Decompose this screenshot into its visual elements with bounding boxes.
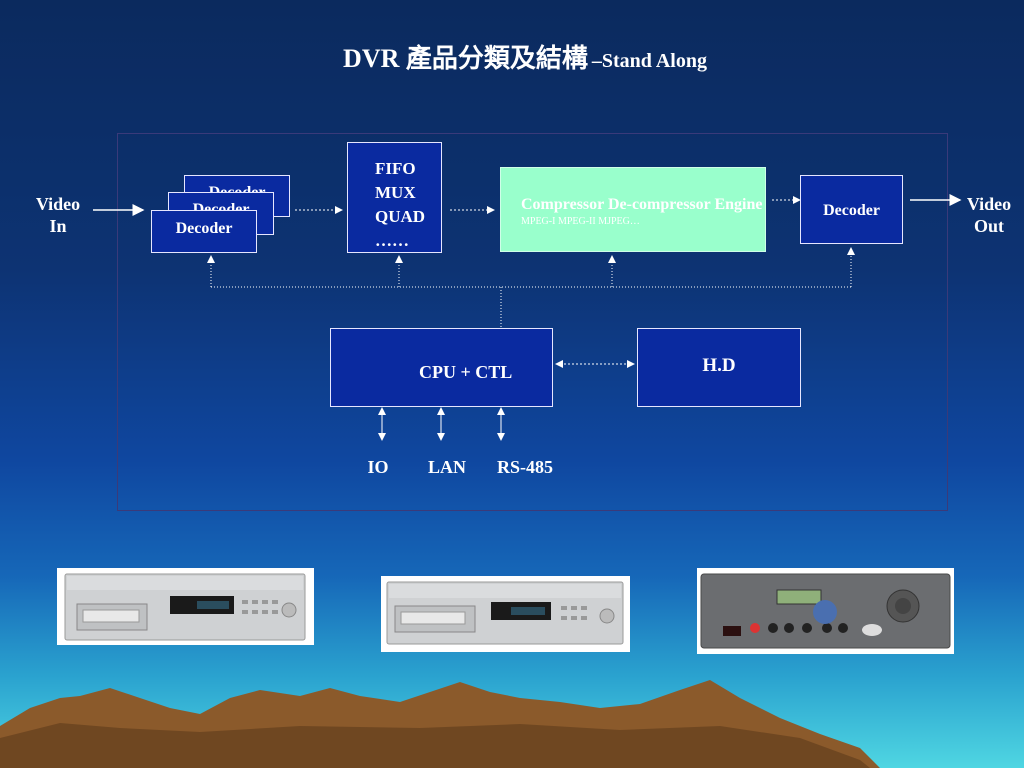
slide-title: DVR 產品分類及結構 –Stand Along	[0, 38, 1024, 75]
cpu-label: CPU + CTL	[419, 362, 513, 382]
mountain-landscape	[0, 680, 880, 768]
decoder-box-front: Decoder	[151, 210, 257, 253]
cpu-ctl-box: CPU + CTL	[330, 328, 553, 407]
mux-line: MUX	[375, 183, 416, 202]
port-lan: LAN	[427, 457, 466, 477]
hd-label: H.D	[702, 355, 736, 376]
video-out-line2: Out	[973, 216, 1004, 236]
fifo-line: FIFO	[375, 159, 416, 178]
video-out-label: Video Out	[958, 193, 1020, 237]
compressor-title: Compressor De-compressor Engine	[521, 196, 763, 213]
ellipsis-line: ……	[375, 231, 409, 250]
dvr-photo-2	[381, 576, 630, 652]
hd-box: H.D	[637, 328, 801, 407]
video-in-line1: Video	[35, 194, 81, 214]
decoder-front-label: Decoder	[175, 220, 233, 237]
decoder-out-label: Decoder	[823, 202, 880, 219]
decoder-out-box: Decoder	[800, 175, 903, 244]
port-rs485: RS-485	[496, 457, 553, 477]
diagram-frame	[117, 133, 948, 511]
dvr-photo-1	[57, 568, 314, 645]
video-in-label: Video In	[28, 193, 88, 237]
fifo-mux-box: FIFO MUX QUAD ……	[347, 142, 442, 253]
compressor-formats: MPEG-I MPEG-II MJPEG…	[521, 216, 640, 227]
video-in-line2: In	[49, 216, 67, 236]
dvr-photo-3	[697, 568, 954, 654]
compressor-engine-box: Compressor De-compressor Engine MPEG-I M…	[500, 167, 766, 252]
video-out-line1: Video	[966, 194, 1012, 214]
title-sub: –Stand Along	[591, 50, 707, 72]
quad-line: QUAD	[375, 207, 426, 226]
title-main: DVR 產品分類及結構	[343, 44, 588, 73]
port-io: IO	[367, 457, 389, 477]
